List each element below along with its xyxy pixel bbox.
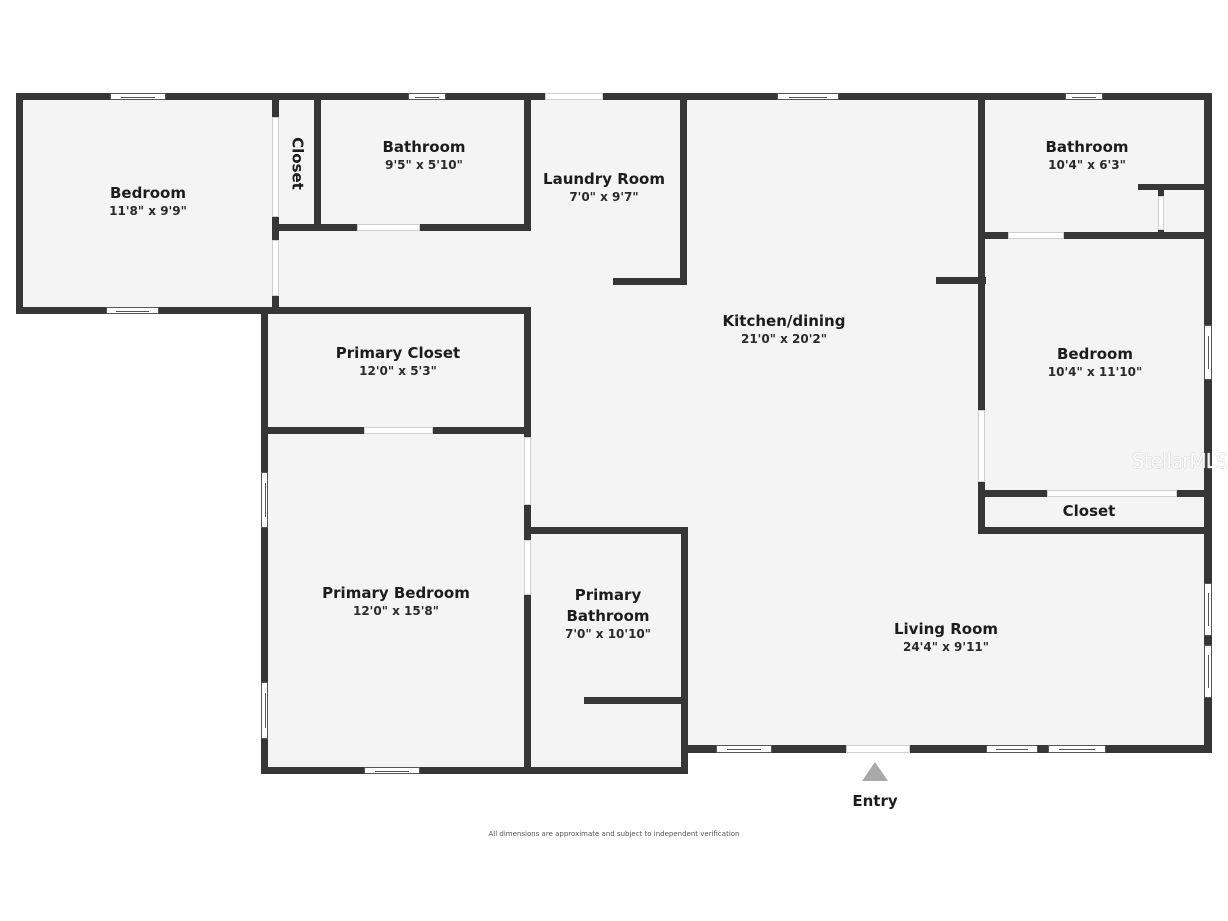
room-name: Bathroom <box>1045 138 1129 156</box>
window <box>408 93 446 100</box>
wall-closet2-bottom <box>978 527 1212 534</box>
door-closet2 <box>1047 490 1177 497</box>
wall-east-rooms-left <box>978 93 985 534</box>
window <box>777 93 839 100</box>
room-laundry: Laundry Room 7'0" x 9'7" <box>529 170 679 205</box>
room-primary-bathroom: Primary Bathroom 7'0" x 10'10" <box>533 586 683 642</box>
room-dimensions: 9'5" x 5'10" <box>385 158 463 172</box>
room-name: Closet <box>288 137 307 190</box>
room-name: Bathroom <box>382 138 466 156</box>
wall-pbath-stub <box>584 697 688 704</box>
room-dimensions: 7'0" x 10'10" <box>564 627 652 641</box>
room-dimensions: 10'4" x 11'10" <box>1047 365 1143 379</box>
door-bath2 <box>1008 232 1064 239</box>
wall-left-bedroom <box>16 93 23 314</box>
wall-bath2-linen-top <box>1138 184 1212 190</box>
room-name-line2: Bathroom <box>566 607 650 625</box>
window <box>106 307 159 314</box>
door-bath1 <box>357 224 420 231</box>
room-closet-2: Closet <box>1014 502 1164 521</box>
room-name-line1: Primary <box>574 586 642 604</box>
window <box>110 93 166 100</box>
room-living: Living Room 24'4" x 9'11" <box>846 620 1046 655</box>
watermark: StellarMLS <box>1132 449 1228 473</box>
wall-kitchen-stub <box>936 277 986 284</box>
wall-primary-closet-top <box>261 307 531 314</box>
wall-laundry-stub <box>613 278 687 285</box>
wall-laundry-right <box>680 93 687 285</box>
wall-living-bottom <box>684 745 1212 753</box>
window <box>1204 325 1212 380</box>
door-primary-bedroom <box>524 437 531 505</box>
room-bathroom-2: Bathroom 10'4" x 6'3" <box>987 138 1187 173</box>
room-name: Primary Bedroom <box>322 584 470 602</box>
wall-closet-bath <box>314 93 321 231</box>
wall-bath2-bottom <box>978 232 1212 239</box>
floor-primary <box>266 312 686 768</box>
room-dimensions: 24'4" x 9'11" <box>902 640 990 654</box>
room-dimensions: 7'0" x 9'7" <box>569 190 639 204</box>
window <box>1204 645 1212 698</box>
room-dimensions: 12'0" x 15'8" <box>352 604 440 618</box>
room-closet-1: Closet <box>288 124 307 204</box>
wall-right <box>1204 93 1212 753</box>
room-dimensions: 21'0" x 20'2" <box>740 332 828 346</box>
door-primary-bath <box>524 540 531 595</box>
room-dimensions: 11'8" x 9'9" <box>109 204 187 218</box>
window <box>716 745 772 753</box>
room-primary-closet: Primary Closet 12'0" x 5'3" <box>298 344 498 379</box>
entry-label: Entry <box>852 792 898 810</box>
door-bath2-linen <box>1158 196 1164 230</box>
window <box>364 767 420 774</box>
room-bathroom-1: Bathroom 9'5" x 5'10" <box>324 138 524 173</box>
door-primary-closet <box>364 427 433 434</box>
door-bedroom2 <box>978 410 985 482</box>
room-name: Bedroom <box>1057 345 1133 363</box>
wall-bath1-right <box>524 93 531 231</box>
room-name: Living Room <box>893 620 999 638</box>
door-entry <box>846 745 910 753</box>
room-name: Kitchen/dining <box>722 312 846 330</box>
room-bedroom-2: Bedroom 10'4" x 11'10" <box>995 345 1195 380</box>
window <box>1065 93 1103 100</box>
room-name: Laundry Room <box>543 170 665 188</box>
room-dimensions: 12'0" x 5'3" <box>359 364 437 378</box>
entry-arrow-icon <box>862 762 888 781</box>
window <box>1204 583 1212 636</box>
door-laundry-ext <box>545 93 603 100</box>
door-bedroom1-hall-2 <box>272 240 279 296</box>
window <box>261 682 268 739</box>
wall-pbath-right <box>681 527 688 774</box>
room-primary-bedroom: Primary Bedroom 12'0" x 15'8" <box>296 584 496 619</box>
door-bedroom1-hall <box>272 117 279 217</box>
wall-primary-left <box>261 307 268 774</box>
wall-pbath-top <box>524 527 688 534</box>
disclaimer: All dimensions are approximate and subje… <box>488 830 740 838</box>
window <box>1048 745 1106 753</box>
wall-top <box>16 93 1212 100</box>
window <box>261 472 268 528</box>
room-dimensions: 10'4" x 6'3" <box>1048 158 1126 172</box>
room-name: Bedroom <box>110 184 186 202</box>
room-kitchen-dining: Kitchen/dining 21'0" x 20'2" <box>684 312 884 347</box>
floor-left-wing <box>22 99 278 307</box>
room-bedroom-1: Bedroom 11'8" x 9'9" <box>48 184 248 219</box>
room-name: Closet <box>1062 502 1116 520</box>
window <box>986 745 1038 753</box>
room-name: Primary Closet <box>335 344 461 362</box>
wall-primary-bottom <box>261 767 688 774</box>
